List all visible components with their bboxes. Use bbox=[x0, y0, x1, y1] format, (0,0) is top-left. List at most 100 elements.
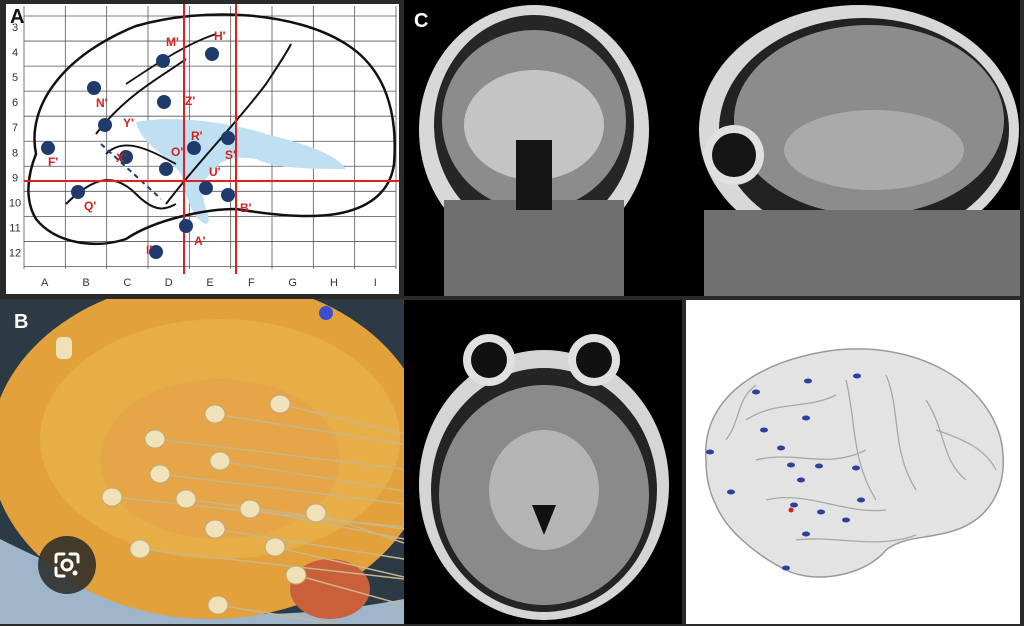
electrode-marker: A' bbox=[179, 219, 206, 248]
gyrus-line bbox=[885, 374, 917, 491]
contact-dot bbox=[727, 489, 735, 495]
electrode-label: X' bbox=[116, 151, 127, 165]
electrode-label: R' bbox=[191, 129, 203, 143]
electrode-dot bbox=[179, 219, 193, 233]
electrode-anchor bbox=[129, 539, 151, 559]
dashed-trajectory bbox=[100, 143, 162, 200]
electrode-anchor bbox=[149, 464, 171, 484]
electrode-anchor bbox=[175, 489, 197, 509]
lead-wire bbox=[295, 574, 404, 606]
electrode-label: H' bbox=[214, 29, 226, 43]
row-tick-label: 7 bbox=[12, 122, 18, 134]
contact-dot bbox=[802, 531, 810, 537]
electrode-anchor bbox=[239, 499, 261, 519]
electrode-anchor bbox=[285, 565, 307, 585]
brain-3d-render bbox=[686, 300, 1020, 624]
gyrus-line bbox=[755, 449, 867, 461]
electrode-marker: I' bbox=[146, 243, 163, 259]
panel-b-photo: B bbox=[0, 299, 404, 624]
electrode-dot bbox=[157, 95, 171, 109]
electrode-dot bbox=[87, 81, 101, 95]
panel-a-letter: A bbox=[10, 6, 25, 28]
col-tick-label: H bbox=[330, 277, 338, 289]
lead-wire bbox=[185, 498, 404, 530]
gyrus-line bbox=[765, 496, 887, 512]
contact-dot bbox=[852, 465, 860, 471]
electrode-dot bbox=[221, 131, 235, 145]
contact-dot bbox=[782, 565, 790, 571]
lead-wire bbox=[214, 528, 404, 560]
electrode-marker: H' bbox=[205, 29, 226, 61]
electrode-label: Z' bbox=[185, 94, 195, 108]
target-contact bbox=[788, 507, 794, 513]
lead-wire bbox=[139, 548, 404, 580]
contact-dot bbox=[802, 415, 810, 421]
electrode-marker: Z' bbox=[157, 94, 195, 109]
contact-dot bbox=[804, 378, 812, 384]
lead-wire bbox=[159, 473, 404, 505]
col-tick-label: C bbox=[123, 277, 131, 289]
electrode-dot bbox=[156, 54, 170, 68]
electrode-marker: S' bbox=[221, 131, 236, 162]
contact-dot bbox=[817, 509, 825, 515]
electrode-anchor bbox=[269, 394, 291, 414]
electrode-marker: R' bbox=[187, 129, 203, 155]
electrode-dot bbox=[221, 188, 235, 202]
row-tick-label: 8 bbox=[12, 147, 18, 159]
contact-dot bbox=[857, 497, 865, 503]
contact-dot bbox=[853, 373, 861, 379]
lead-wire bbox=[315, 512, 404, 544]
electrode-dot bbox=[199, 181, 213, 195]
lead-wire bbox=[274, 546, 404, 578]
sulcus-line bbox=[125, 33, 217, 85]
col-tick-label: I bbox=[374, 277, 377, 289]
contact-dot bbox=[797, 477, 805, 483]
electrode-dot bbox=[187, 141, 201, 155]
contact-dot bbox=[787, 462, 795, 468]
brain-outline bbox=[27, 13, 396, 245]
electrode-anchor bbox=[305, 503, 327, 523]
electrode-dot bbox=[98, 118, 112, 132]
electrode-label: Y' bbox=[123, 116, 134, 130]
gyrus-line bbox=[925, 399, 967, 481]
contact-dot bbox=[842, 517, 850, 523]
sylvian-line bbox=[65, 179, 177, 210]
contact-dot bbox=[790, 502, 798, 508]
col-tick-label: F bbox=[248, 277, 255, 289]
electrode-marker: U' bbox=[199, 165, 221, 195]
electrode-anchor bbox=[209, 451, 231, 471]
electrode-label: S' bbox=[225, 148, 236, 162]
col-tick-label: A bbox=[41, 277, 49, 289]
lead-wire bbox=[154, 438, 404, 470]
electrode-label: A' bbox=[194, 234, 206, 248]
row-tick-label: 9 bbox=[12, 172, 18, 184]
row-tick-label: 6 bbox=[12, 97, 18, 109]
sulcus-line bbox=[105, 144, 177, 165]
electrode-dot bbox=[149, 245, 163, 259]
contact-dot bbox=[760, 427, 768, 433]
electrode-plug bbox=[56, 337, 72, 359]
row-tick-label: 10 bbox=[9, 197, 21, 209]
contact-dot bbox=[815, 463, 823, 469]
mri-axial bbox=[404, 300, 682, 624]
blue-marker bbox=[319, 306, 333, 320]
lead-wire bbox=[214, 413, 404, 445]
electrode-dot bbox=[71, 185, 85, 199]
panel-axial-mri bbox=[404, 300, 682, 624]
col-tick-label: E bbox=[206, 277, 213, 289]
mri-coronal-sagittal bbox=[404, 0, 1020, 296]
electrode-dot bbox=[119, 150, 133, 164]
electrode-label: F' bbox=[48, 155, 58, 169]
row-tick-label: 12 bbox=[9, 247, 21, 259]
panel-c-mri: C bbox=[404, 0, 1020, 296]
col-tick-label: B bbox=[82, 277, 89, 289]
google-lens-icon[interactable] bbox=[38, 536, 96, 594]
electrode-anchor bbox=[204, 404, 226, 424]
electrode-dot bbox=[205, 47, 219, 61]
row-tick-label: 4 bbox=[12, 47, 18, 59]
electrode-label: N' bbox=[96, 96, 108, 110]
electrode-anchor bbox=[144, 429, 166, 449]
contact-dot bbox=[752, 389, 760, 395]
